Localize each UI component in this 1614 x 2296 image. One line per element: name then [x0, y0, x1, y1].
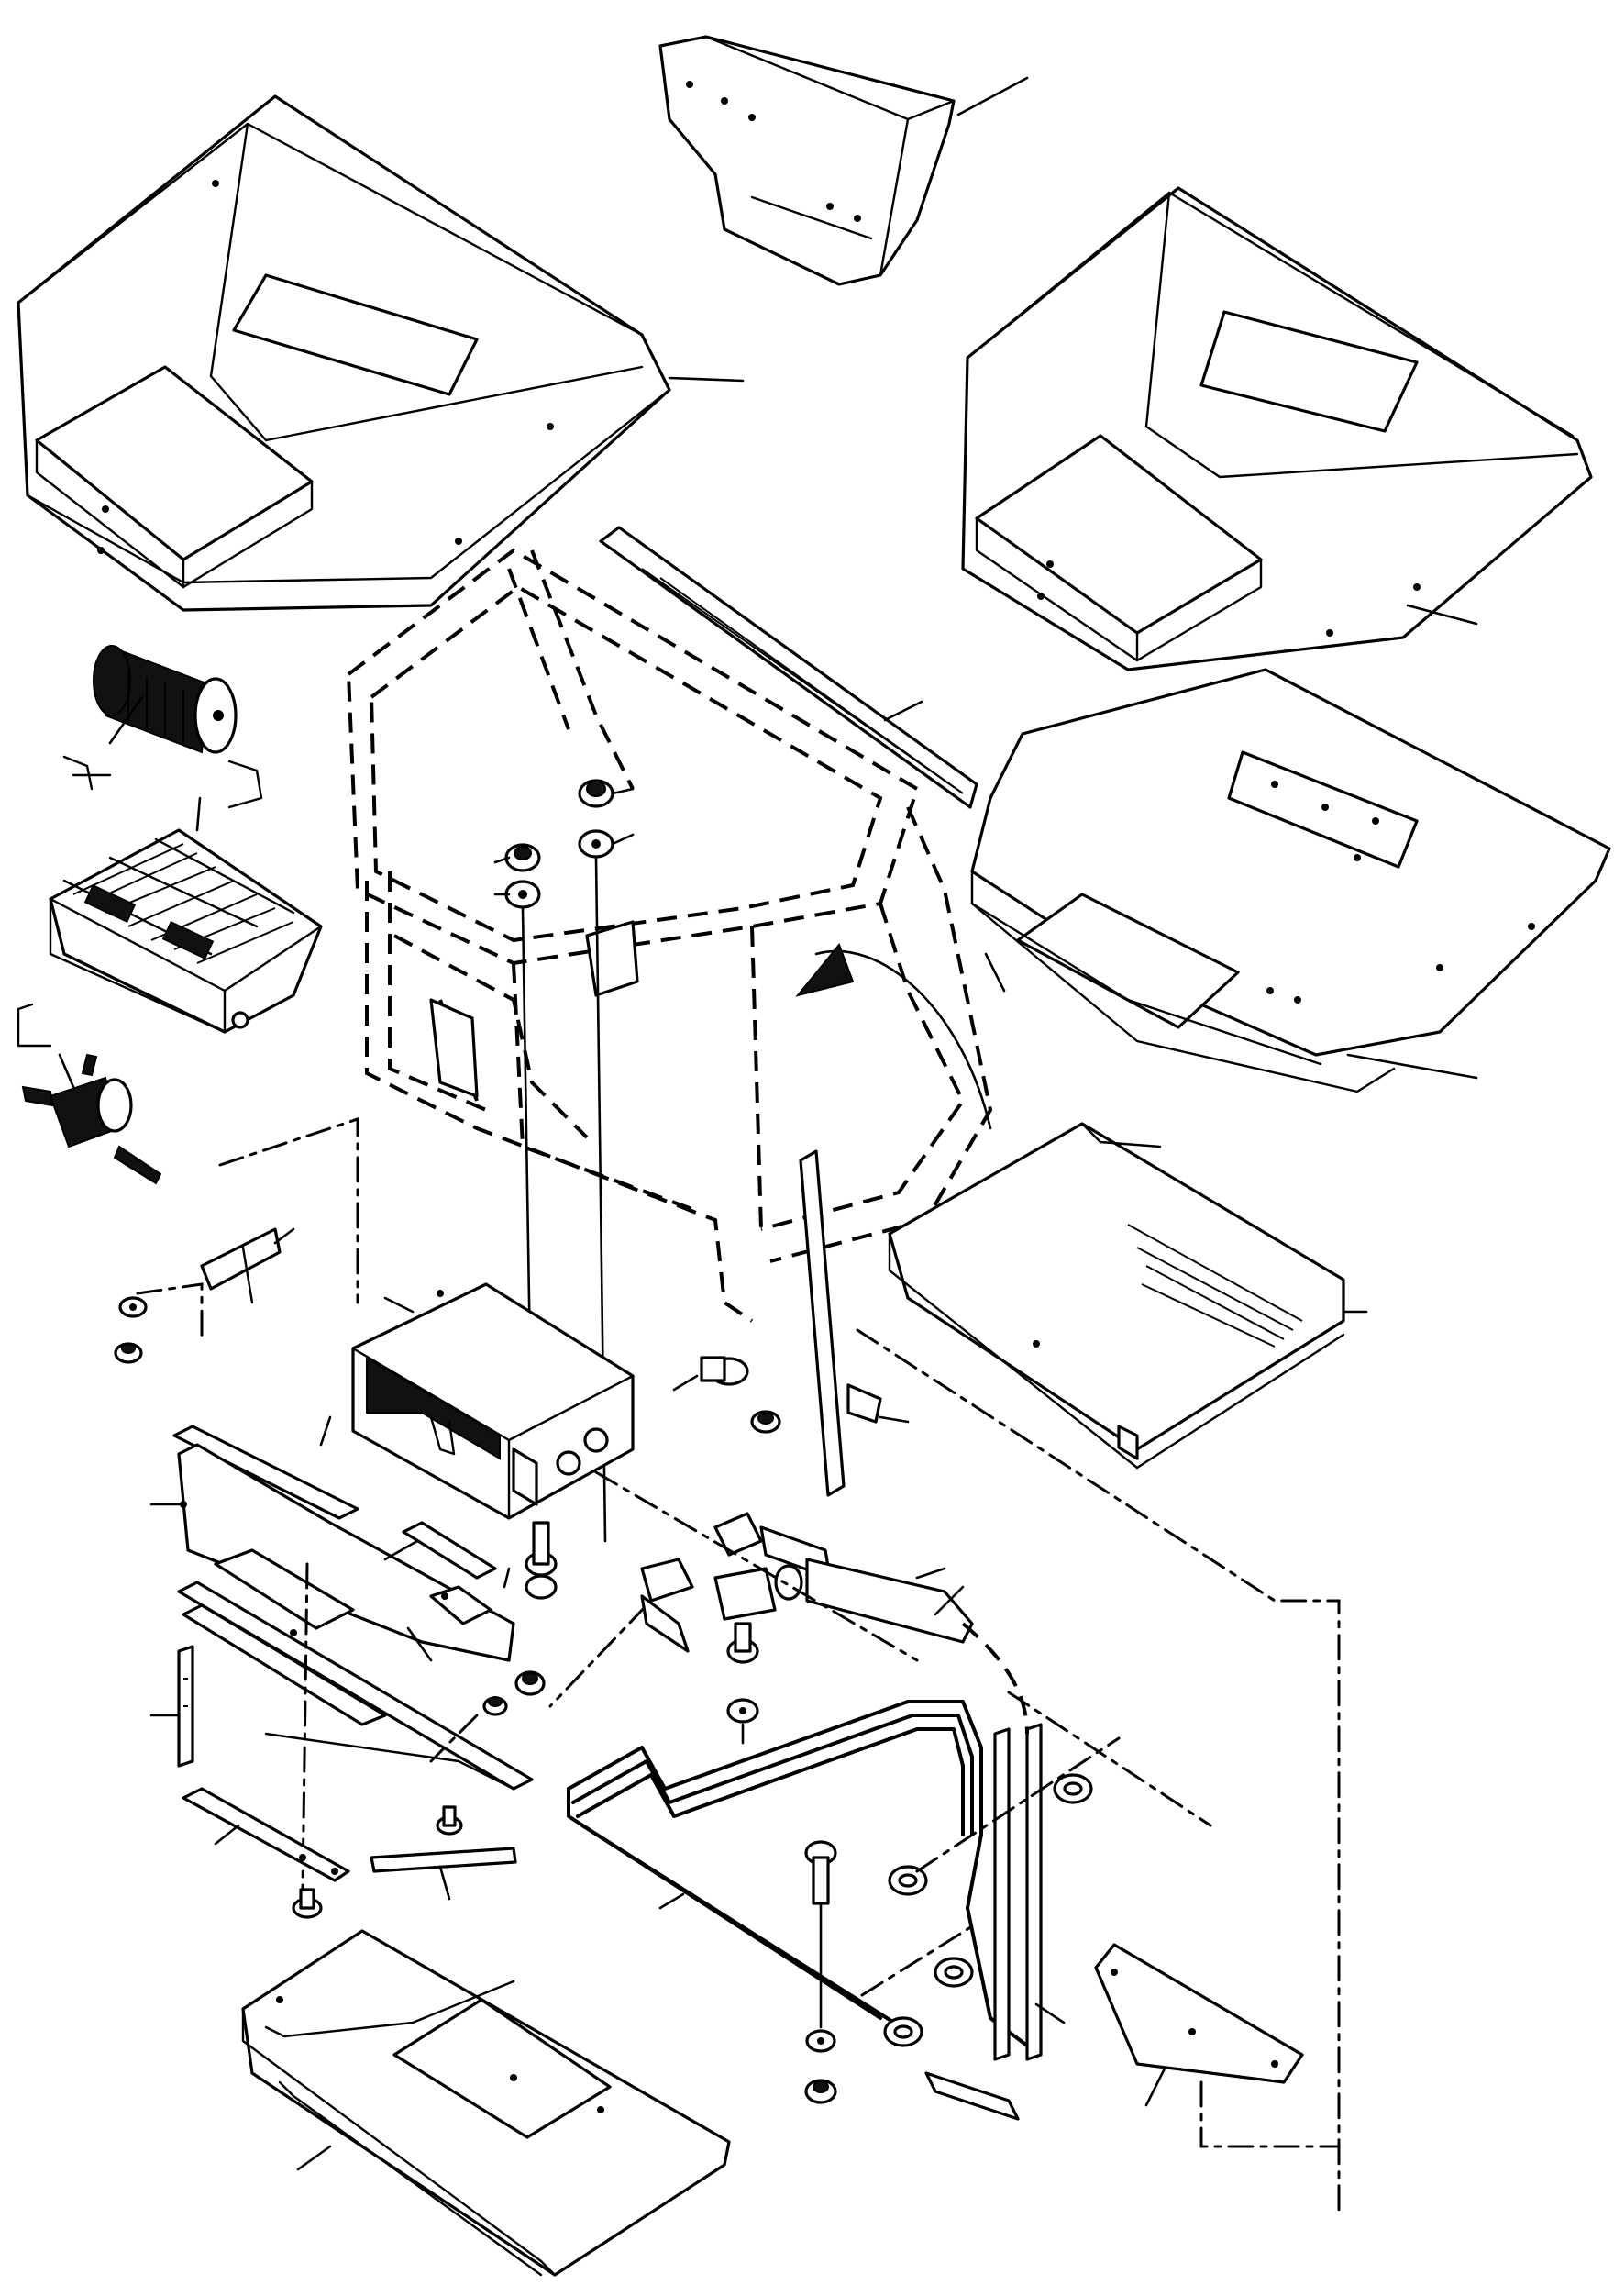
- center-line: [136, 1282, 204, 1341]
- center-line: [1199, 2080, 1341, 2148]
- hose-fittings: [640, 1512, 974, 1653]
- leader-line: [984, 952, 1006, 993]
- leader-line: [956, 76, 1029, 116]
- rotation-arrow: [795, 943, 992, 1130]
- center-line: [429, 1714, 479, 1763]
- leader-line: [1346, 1053, 1478, 1080]
- hydraulic-lines: [567, 1622, 1043, 2121]
- weather-strip: [599, 526, 978, 809]
- fasteners: [804, 1840, 837, 2104]
- cab-frame: [346, 548, 993, 1323]
- left-base-plate: [172, 1425, 534, 1791]
- center-line: [548, 1603, 648, 1708]
- bottom-cover-plate: [241, 1929, 731, 2277]
- leader-line: [934, 1585, 965, 1616]
- center-line: [594, 1470, 919, 1662]
- leader-line: [503, 1567, 511, 1589]
- clip-bracket: [200, 1227, 282, 1304]
- leader-line: [879, 1415, 910, 1424]
- leader-line: [214, 1824, 240, 1846]
- leader-line: [1406, 604, 1478, 626]
- control-box: [351, 1282, 635, 1520]
- center-line: [860, 1924, 974, 1997]
- leader-line: [658, 1892, 685, 1910]
- bracket-mark: [17, 1003, 52, 1048]
- fasteners: [292, 1670, 546, 1919]
- leader-line: [58, 1053, 75, 1089]
- side-plate: [1094, 1943, 1304, 2084]
- leader-line: [383, 1539, 419, 1561]
- leader-line: [319, 1415, 332, 1447]
- top-center-bracket: [658, 35, 956, 286]
- vertical-rod: [799, 1149, 882, 1497]
- leader-line: [883, 700, 923, 722]
- leader-line: [438, 1865, 451, 1901]
- leader-line: [406, 1626, 433, 1662]
- leader-line: [1034, 2002, 1066, 2024]
- leader-line: [668, 376, 745, 383]
- switch-connector: [17, 1003, 162, 1185]
- battery: [49, 828, 323, 1034]
- leader-line: [108, 695, 144, 745]
- fasteners: [525, 1356, 781, 1724]
- center-line: [1007, 1691, 1212, 1827]
- leader-line: [273, 1227, 295, 1245]
- center-line: [218, 1116, 359, 1304]
- air-filter: [93, 645, 238, 754]
- right-hood-cover: [961, 186, 1593, 671]
- floor-mat: [888, 1122, 1345, 1470]
- center-line: [915, 1736, 1121, 1873]
- leader-line: [195, 796, 202, 832]
- bracket-mark: [62, 755, 263, 809]
- center-line: [301, 1562, 309, 1891]
- right-floor-plate: [970, 668, 1611, 1093]
- hose-clamps: [883, 1773, 1093, 2047]
- leader-line: [915, 1567, 946, 1580]
- fasteners: [114, 1296, 148, 1364]
- leader-line: [383, 1296, 415, 1314]
- leader-line: [672, 1374, 699, 1392]
- base-strip: [182, 1787, 517, 1882]
- side-plate: [177, 1645, 194, 1768]
- leader-line: [296, 2145, 332, 2171]
- left-hood-cover: [17, 94, 671, 612]
- leader-line: [1144, 2067, 1166, 2107]
- center-line: [856, 1328, 1341, 2213]
